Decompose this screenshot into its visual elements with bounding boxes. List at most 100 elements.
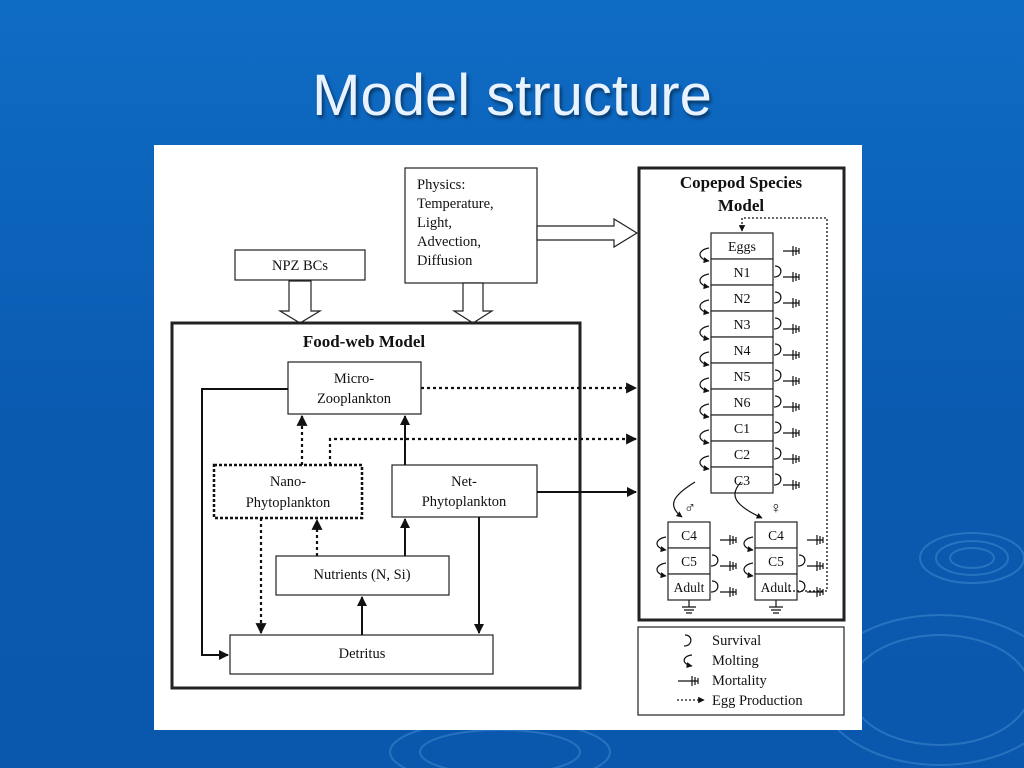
molting-icon [699, 351, 710, 368]
food-web-model: Food-web Model Micro- Zooplankton Nano- … [170, 321, 638, 690]
arrow-micro-to-detritus [201, 388, 288, 660]
mortality-icon [783, 402, 800, 412]
copepod-title-line-1: Copepod Species [680, 173, 803, 192]
female-stage-label: Adult [761, 580, 792, 595]
molting-icon [743, 562, 754, 579]
adult-mortality-icon [682, 600, 696, 614]
molting-icon [683, 654, 693, 668]
molting-icon [699, 429, 710, 446]
net-line-2: Phytoplankton [422, 494, 507, 510]
physics-line-5: Diffusion [417, 253, 473, 269]
molting-icon [699, 403, 710, 420]
mortality-icon [807, 561, 824, 571]
mortality-icon [783, 298, 800, 308]
molting-icon [699, 325, 710, 342]
stage-box [710, 414, 774, 442]
net-line-1: Net- [451, 474, 477, 490]
npz-bcs-box: NPZ BCs [234, 249, 366, 281]
male-stage-label: Adult [674, 580, 705, 595]
survival-icon [773, 395, 782, 408]
stage-label: N1 [733, 266, 750, 281]
survival-icon [773, 447, 782, 460]
nano-phytoplankton-box: Nano- Phytoplankton [212, 463, 364, 520]
split-line-female [734, 481, 763, 519]
mortality-icon [783, 480, 800, 490]
egg-production-loop [738, 217, 828, 592]
survival-icon [773, 291, 782, 304]
physics-line-2: Temperature, [417, 196, 494, 212]
copepod-title-line-2: Model [718, 196, 765, 215]
physics-line-3: Light, [417, 215, 452, 231]
molting-icon [699, 455, 710, 472]
stage-label: N5 [733, 370, 750, 385]
survival-icon [797, 580, 806, 593]
stage-box [710, 336, 774, 364]
mortality-icon [807, 587, 824, 597]
female-stage-label: C5 [768, 554, 784, 569]
molting-icon [699, 299, 710, 316]
stage-label: N2 [733, 292, 750, 307]
mortality-icon [783, 454, 800, 464]
male-symbol: ♂ [684, 500, 696, 517]
mortality-icon [783, 350, 800, 360]
legend-mortality: Mortality [712, 673, 768, 689]
detritus-label: Detritus [339, 646, 386, 662]
male-stage-label: C4 [681, 528, 697, 543]
female-symbol: ♀ [770, 500, 782, 517]
stage-label: C3 [734, 474, 750, 489]
legend-survival: Survival [712, 633, 761, 649]
molting-icon [699, 377, 710, 394]
molting-icon [656, 536, 667, 553]
molting-icon [656, 562, 667, 579]
slide-title: Model structure [312, 63, 712, 128]
nutrients-label: Nutrients (N, Si) [313, 567, 410, 583]
molting-icon [743, 536, 754, 553]
mortality-icon [783, 376, 800, 386]
survival-icon [797, 554, 806, 567]
hollow-arrow-npz [277, 280, 323, 324]
survival-icon [683, 634, 692, 647]
net-phytoplankton-box: Net- Phytoplankton [391, 464, 538, 518]
molting-icon [699, 273, 710, 290]
survival-icon [773, 421, 782, 434]
npz-bcs-label: NPZ BCs [272, 258, 328, 274]
stage-box [710, 258, 774, 286]
stage-label: N3 [733, 318, 750, 333]
food-web-title: Food-web Model [303, 332, 426, 351]
molting-icon [699, 247, 710, 264]
micro-zooplankton-box: Micro- Zooplankton [287, 361, 422, 415]
copepod-species-model: Copepod Species Model EggsN1N2N3N4N5N6C1… [637, 166, 846, 622]
survival-icon [773, 369, 782, 382]
legend-egg-production: Egg Production [712, 693, 803, 709]
male-stage-box [667, 521, 711, 549]
stage-label: Eggs [728, 240, 756, 255]
female-stage-label: C4 [768, 528, 784, 543]
male-stage-label: C5 [681, 554, 697, 569]
survival-icon [710, 554, 719, 567]
physics-line-1: Physics: [417, 177, 465, 193]
survival-icon [710, 580, 719, 593]
nutrients-box: Nutrients (N, Si) [275, 555, 450, 596]
physics-box: Physics: Temperature, Light, Advection, … [404, 167, 538, 284]
stage-label: C1 [734, 422, 750, 437]
female-stage-box [754, 547, 798, 575]
survival-icon [773, 473, 782, 486]
mortality-icon [720, 587, 737, 597]
nano-line-2: Phytoplankton [246, 495, 331, 511]
hollow-arrow-to-copepod [536, 217, 639, 249]
dotted-nano-to-copepod [328, 433, 638, 465]
stage-label: N6 [733, 396, 750, 411]
mortality-icon [678, 676, 699, 686]
mortality-icon [783, 428, 800, 438]
model-structure-diagram: Physics: Temperature, Light, Advection, … [154, 145, 862, 730]
hollow-arrow-physics [451, 282, 495, 324]
micro-line-2: Zooplankton [317, 391, 392, 407]
physics-line-4: Advection, [417, 234, 481, 250]
mortality-icon [783, 272, 800, 282]
stage-box [710, 232, 774, 260]
legend: Survival Molting Mortality Egg Productio… [637, 626, 845, 716]
mortality-icon [720, 535, 737, 545]
mortality-icon [783, 246, 800, 256]
